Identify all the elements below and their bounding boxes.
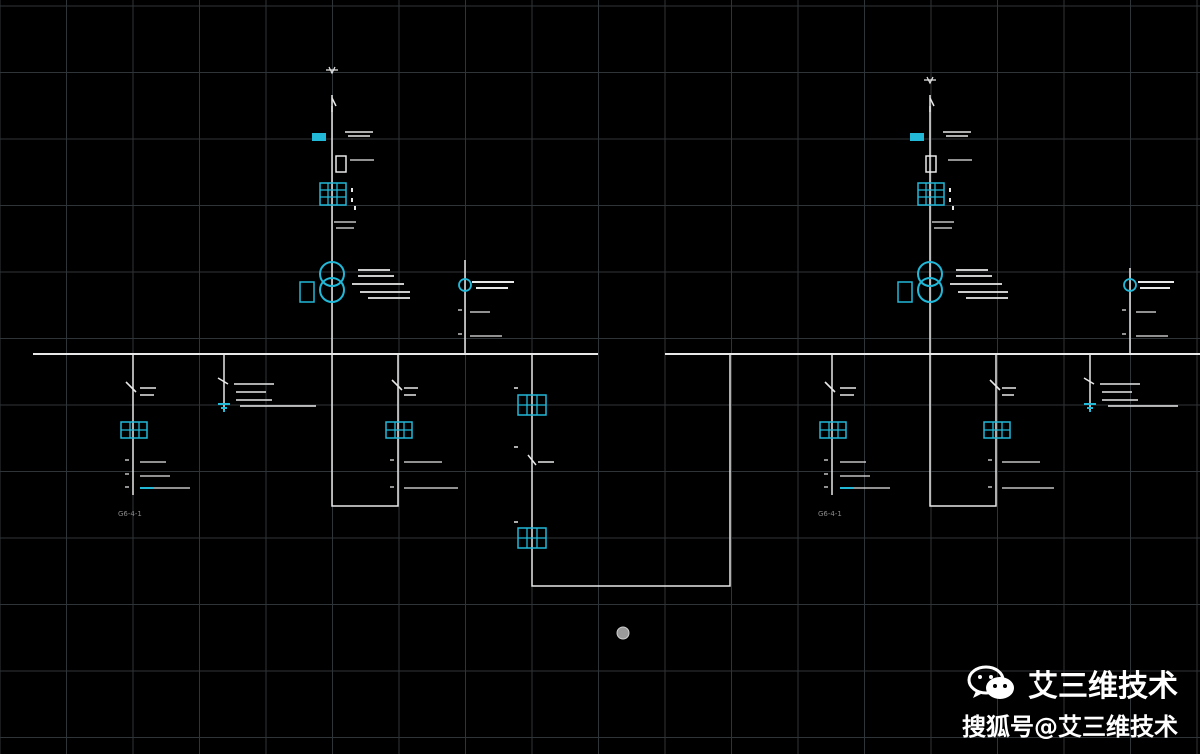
- left-bus-pt: [458, 278, 514, 337]
- bus-tie-loop: [531, 354, 731, 587]
- left-feeder-2: [217, 377, 316, 412]
- busbars: [33, 95, 1200, 587]
- watermark-subtitle: 搜狐号@艾三维技术: [962, 713, 1178, 741]
- feeder-ct-icon: [819, 421, 847, 439]
- feeder-ct-icon: [983, 421, 1011, 439]
- breaker-icon: [335, 155, 347, 173]
- disconnector-icon: [331, 97, 337, 112]
- feeder-ct-icon: [120, 421, 148, 439]
- tie-ct-bottom-icon: [517, 527, 547, 549]
- right-feeder-2: [983, 379, 1054, 489]
- watermark-title: 艾三维技术: [1028, 669, 1178, 704]
- arrester-icon: [924, 76, 936, 85]
- transformer-label-icon: [352, 269, 410, 299]
- earth-switch-icon: [910, 133, 924, 141]
- left-feeder-caption: G6-4-1: [118, 510, 142, 518]
- ct-tag-icon: [334, 221, 356, 229]
- ct-label-icon: [351, 188, 356, 210]
- left-feeder-3: [385, 379, 458, 489]
- breaker-icon: [925, 155, 937, 173]
- right-bus-pt: [1122, 278, 1174, 337]
- earth-switch-icon: [312, 133, 326, 141]
- feeder-ct-icon: [385, 421, 413, 439]
- breaker-label-icon: [345, 131, 373, 137]
- transformer-icon: [299, 261, 345, 303]
- transformer-icon: [897, 261, 943, 303]
- left-feeder-1: G6-4-1: [118, 381, 190, 518]
- arrester-icon: [326, 66, 338, 75]
- left-incomer-bay: [299, 66, 410, 303]
- disconnector-icon: [929, 97, 935, 112]
- cursor-marker: [616, 626, 630, 640]
- ground-icon: [1084, 403, 1096, 412]
- current-transformer-icon: [917, 182, 945, 206]
- current-transformer-icon: [319, 182, 347, 206]
- wechat-icon: [967, 665, 1014, 699]
- watermark: 艾三维技术 搜狐号@艾三维技术: [962, 661, 1178, 742]
- right-feeder-1: G6-4-1: [818, 381, 890, 518]
- right-incomer-bay: [897, 76, 1008, 303]
- tie-ct-top-icon: [517, 394, 547, 416]
- right-feeder-3: [1083, 377, 1178, 412]
- ground-icon: [218, 403, 230, 412]
- right-feeder-caption: G6-4-1: [818, 510, 842, 518]
- bus-tie-devices: [514, 387, 554, 549]
